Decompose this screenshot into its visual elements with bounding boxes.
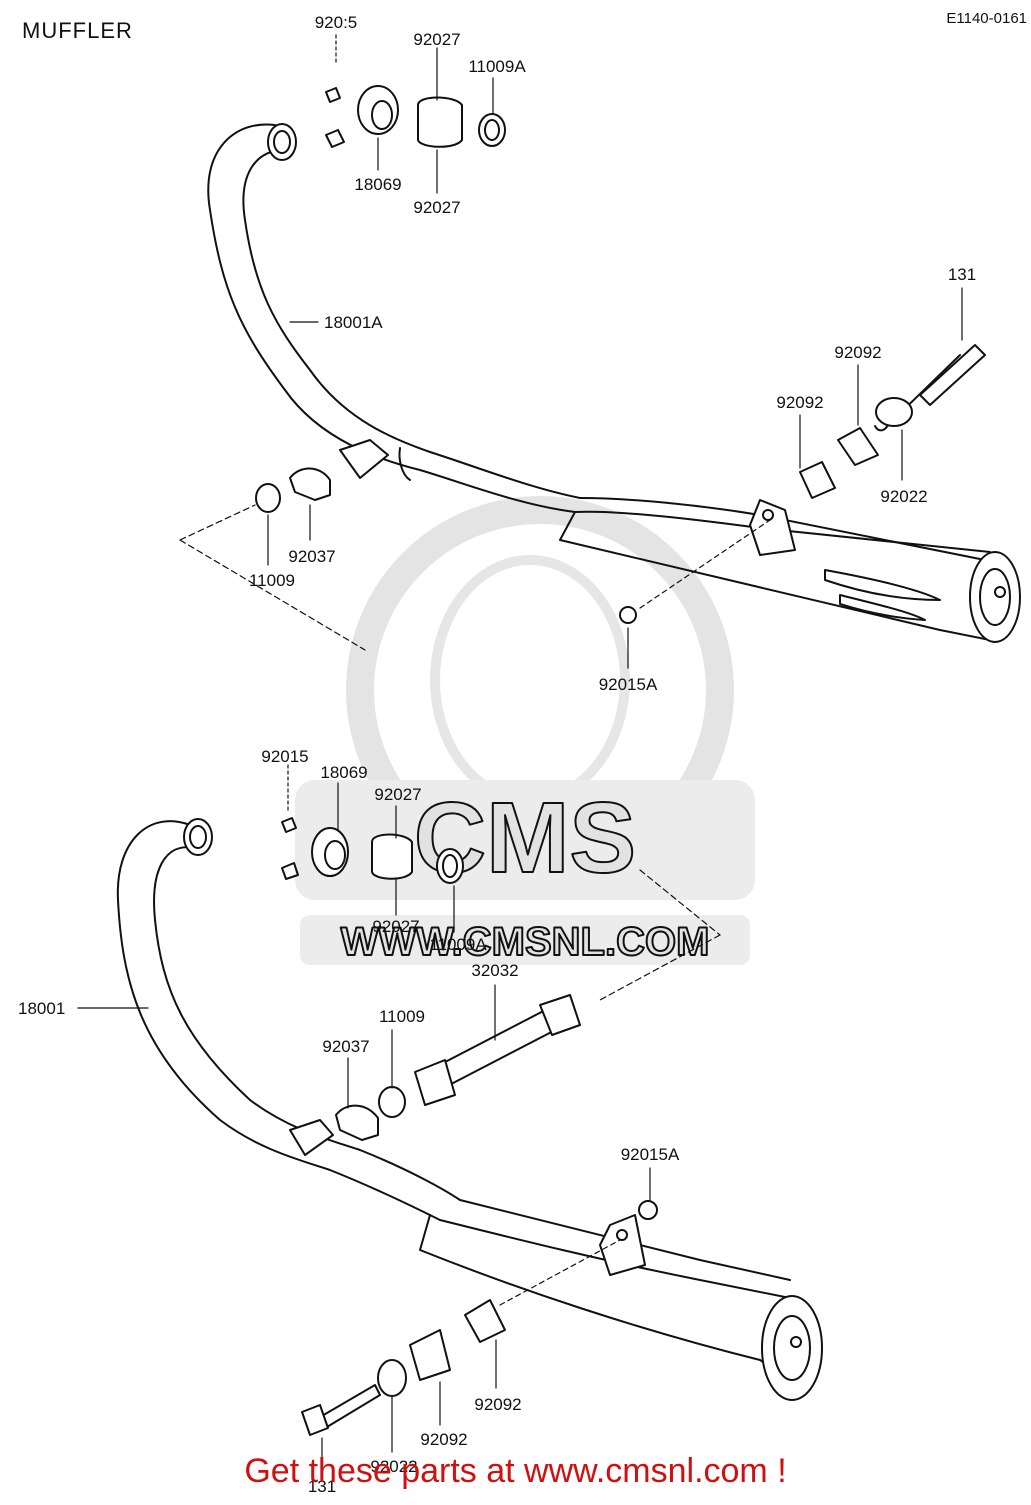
- watermark-brand: CMS: [414, 782, 636, 894]
- callout-92027-bot-b: 92027: [372, 917, 419, 936]
- watermark-site: WWW.CMSNL.COM: [341, 920, 710, 964]
- callout-131-bot: 131: [308, 1477, 336, 1496]
- callout-32032: 32032: [471, 961, 518, 980]
- callout-92022-bot: 92022: [370, 1457, 417, 1476]
- callout-11009a-top: 11009A: [468, 57, 526, 76]
- callout-92015a-top: 92015A: [599, 675, 658, 694]
- upper-fittings: [255, 85, 986, 624]
- callout-92092-top-a: 92092: [834, 343, 881, 362]
- callout-18001: 18001: [18, 999, 65, 1018]
- upper-leaders: [179, 34, 963, 669]
- callout-18001a: 18001A: [324, 313, 383, 332]
- silencer-lower: [419, 1199, 823, 1401]
- watermark: CMS WWW.CMSNL.COM: [295, 496, 755, 965]
- exhaust-pipe-upper: [207, 123, 581, 513]
- callout-92015-bot: 92015: [261, 747, 308, 766]
- callout-18069-top: 18069: [354, 175, 401, 194]
- callout-labels: 920:5 92027 11009A 18069 92027 131 18001…: [18, 13, 976, 1496]
- callout-92015a-bot: 92015A: [621, 1145, 680, 1164]
- callout-11009-bot: 11009: [379, 1007, 425, 1026]
- callout-18069-bot: 18069: [320, 763, 367, 782]
- callout-92022-top: 92022: [880, 487, 927, 506]
- silencer-upper: [559, 497, 1021, 643]
- callout-131-top: 131: [948, 265, 976, 284]
- callout-11009a-bot: 11009A: [429, 935, 487, 954]
- lower-fittings: [281, 817, 658, 1436]
- lower-leaders: [77, 764, 721, 1471]
- callout-11009-top: 11009: [249, 571, 295, 590]
- callout-92027-bot-a: 92027: [374, 785, 421, 804]
- exhaust-pipe-lower: [116, 818, 461, 1221]
- callout-92027-top-a: 92027: [413, 30, 460, 49]
- callout-92027-top-b: 92027: [413, 198, 460, 217]
- callout-92092-top-b: 92092: [776, 393, 823, 412]
- diagram-title: MUFFLER: [22, 18, 133, 43]
- callout-92037-bot: 92037: [322, 1037, 369, 1056]
- callout-92037-top: 92037: [288, 547, 335, 566]
- diagram-code: E1140-0161: [946, 10, 1027, 27]
- callout-92092-bot-b: 92092: [420, 1430, 467, 1449]
- callout-92092-bot-a: 92092: [474, 1395, 521, 1414]
- callout-92015-top: 920:5: [315, 13, 358, 32]
- footer-link-text[interactable]: Get these parts at www.cmsnl.com !: [244, 1452, 787, 1490]
